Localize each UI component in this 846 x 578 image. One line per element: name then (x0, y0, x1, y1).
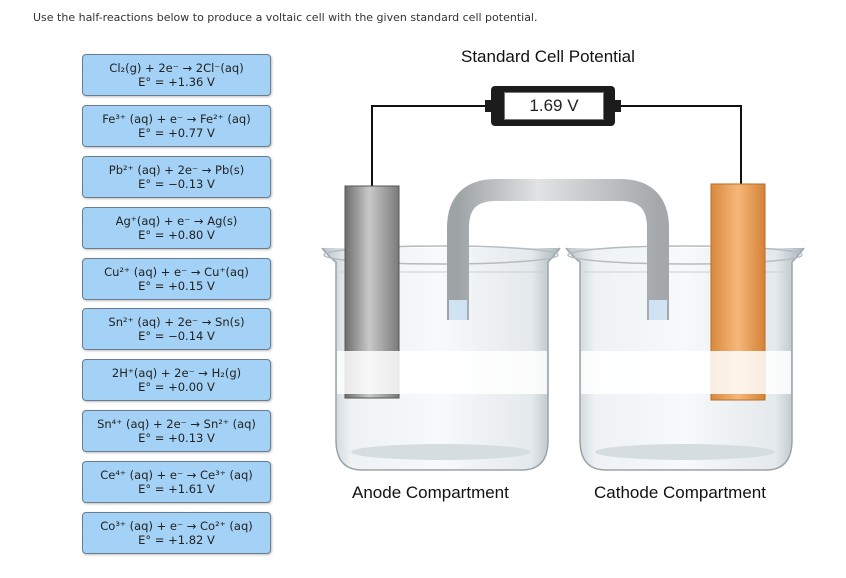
half-reaction-card[interactable]: Pb²⁺ (aq) + 2e⁻ → Pb(s)E° = −0.13 V (82, 155, 271, 198)
potential-text: E° = +0.00 V (138, 380, 215, 395)
potential-text: E° = −0.14 V (138, 329, 215, 344)
half-reaction-card[interactable]: 2H⁺(aq) + 2e⁻ → H₂(g)E° = +0.00 V (82, 359, 271, 402)
cathode-label: Cathode Compartment (594, 483, 766, 502)
reaction-text: Ce⁴⁺ (aq) + e⁻ → Ce³⁺ (aq) (100, 468, 253, 483)
anode-label: Anode Compartment (352, 483, 509, 502)
voltmeter-terminal-left (485, 100, 495, 112)
reaction-text: Co³⁺ (aq) + e⁻ → Co²⁺ (aq) (100, 519, 253, 534)
reaction-text: Ag⁺(aq) + e⁻ → Ag(s) (115, 213, 238, 228)
cathode-drop-zone[interactable] (581, 351, 791, 394)
half-reaction-list: Cl₂(g) + 2e⁻ → 2Cl⁻(aq)E° = +1.36 V Fe³⁺… (82, 54, 272, 563)
reaction-text: Cu²⁺ (aq) + e⁻ → Cu⁺(aq) (104, 264, 249, 279)
half-reaction-card[interactable]: Cu²⁺ (aq) + e⁻ → Cu⁺(aq)E° = +0.15 V (82, 257, 271, 300)
half-reaction-card[interactable]: Sn²⁺ (aq) + 2e⁻ → Sn(s)E° = −0.14 V (82, 308, 271, 351)
reaction-text: Pb²⁺ (aq) + 2e⁻ → Pb(s) (108, 162, 245, 177)
half-reaction-card[interactable]: Fe³⁺ (aq) + e⁻ → Fe²⁺ (aq)E° = +0.77 V (82, 104, 271, 147)
half-reaction-card[interactable]: Co³⁺ (aq) + e⁻ → Co²⁺ (aq)E° = +1.82 V (82, 512, 271, 555)
salt-bridge (447, 179, 669, 320)
half-reaction-card[interactable]: Ag⁺(aq) + e⁻ → Ag(s)E° = +0.80 V (82, 206, 271, 249)
potential-text: E° = +0.15 V (138, 278, 215, 293)
cell-potential-title: Standard Cell Potential (461, 47, 635, 66)
half-reaction-card[interactable]: Ce⁴⁺ (aq) + e⁻ → Ce³⁺ (aq)E° = +1.61 V (82, 461, 271, 504)
reaction-text: Fe³⁺ (aq) + e⁻ → Fe²⁺ (aq) (102, 111, 251, 126)
potential-text: E° = +0.77 V (138, 125, 215, 140)
reaction-text: Cl₂(g) + 2e⁻ → 2Cl⁻(aq) (109, 61, 244, 75)
wire-left (371, 105, 491, 190)
wire-right (615, 105, 742, 186)
voltmeter: 1.69 V (485, 86, 621, 126)
anode-drop-zone[interactable] (337, 351, 547, 394)
voltage-readout: 1.69 V (504, 92, 604, 120)
instruction-text: Use the half-reactions below to produce … (33, 11, 538, 24)
reaction-text: Sn²⁺ (aq) + 2e⁻ → Sn(s) (108, 315, 245, 330)
potential-text: E° = +1.82 V (138, 533, 215, 548)
half-reaction-card[interactable]: Cl₂(g) + 2e⁻ → 2Cl⁻(aq)E° = +1.36 V (82, 54, 271, 96)
potential-text: E° = +0.13 V (138, 431, 215, 446)
half-reaction-card[interactable]: Sn⁴⁺ (aq) + 2e⁻ → Sn²⁺ (aq)E° = +0.13 V (82, 410, 271, 453)
potential-text: E° = −0.13 V (138, 176, 215, 191)
potential-text: E° = +1.36 V (138, 75, 215, 89)
voltmeter-terminal-right (611, 100, 621, 112)
reaction-text: 2H⁺(aq) + 2e⁻ → H₂(g) (111, 366, 242, 381)
potential-text: E° = +0.80 V (138, 227, 215, 242)
reaction-text: Sn⁴⁺ (aq) + 2e⁻ → Sn²⁺ (aq) (97, 417, 256, 432)
potential-text: E° = +1.61 V (138, 482, 215, 497)
